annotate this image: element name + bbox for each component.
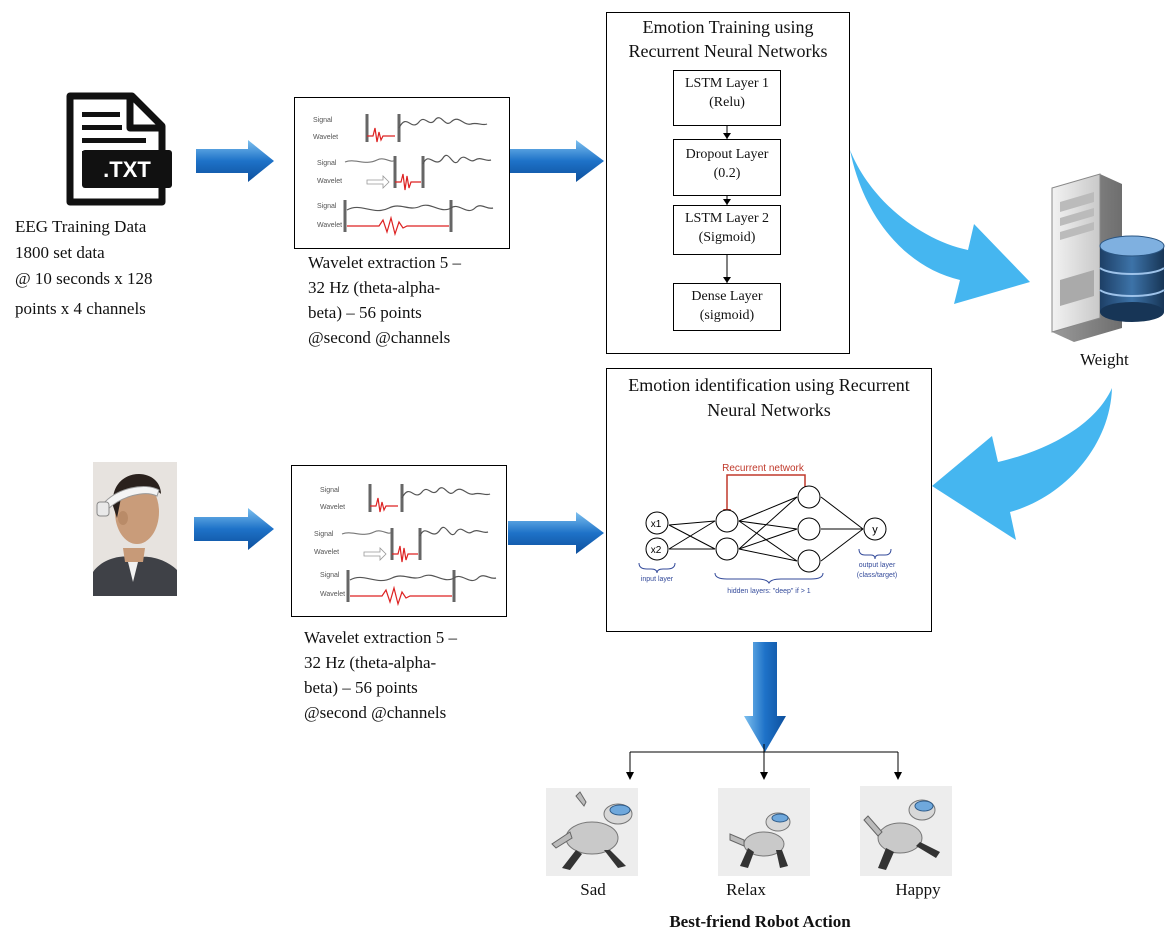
wavelet-label: Wavelet — [320, 504, 345, 511]
emotion-training-box: Emotion Training using Recurrent Neural … — [606, 12, 850, 354]
person-headset-photo — [93, 462, 177, 596]
layer-param: (sigmoid) — [699, 308, 755, 323]
wavelet-label: Wavelet — [314, 549, 339, 556]
wavelet-label: Wavelet — [317, 222, 342, 229]
training-data-line: @ 10 seconds x 128 — [15, 269, 153, 288]
flow-arrow-head-to-wavelet — [194, 508, 274, 550]
server-database-icon — [1051, 173, 1165, 342]
weight-label: Weight — [1080, 350, 1129, 369]
title-line: Neural Networks — [707, 400, 831, 420]
layer-param: (Sigmoid) — [698, 230, 756, 245]
signal-label: Signal — [314, 531, 334, 538]
wavelet-caption-top: Wavelet extraction 5 – 32 Hz (theta-alph… — [308, 250, 508, 350]
layer-connectors — [723, 126, 731, 283]
output-node-y: y — [872, 524, 878, 536]
recurrent-network-label: Recurrent network — [722, 463, 805, 474]
signal-label: Signal — [313, 117, 333, 124]
robot-label-happy: Happy — [895, 880, 941, 899]
layer-name: LSTM Layer 2 — [685, 211, 769, 226]
rnn-network-diagram: Recurrent network — [638, 463, 897, 595]
caption-line: @second @channels — [308, 328, 451, 347]
training-box-title: Emotion Training using Recurrent Neural … — [607, 15, 849, 63]
hidden-layers-label: hidden layers: "deep" if > 1 — [727, 588, 810, 595]
layer-name: Dropout Layer — [685, 147, 769, 162]
curved-arrow-from-weight — [932, 388, 1112, 540]
wavelet-panel-top: Signal Wavelet Signal Wavelet Signal Wav… — [294, 97, 510, 249]
wavelet-panel-bottom: Signal Wavelet Signal Wavelet Signal Wav… — [291, 465, 507, 617]
signal-label: Signal — [317, 203, 337, 210]
training-data-line: 1800 set data — [15, 243, 105, 262]
layer-param: (Relu) — [709, 95, 745, 110]
caption-line: beta) – 56 points — [304, 678, 418, 697]
layer-name: Dense Layer — [691, 289, 763, 304]
flow-arrow-identification-to-robots — [744, 642, 786, 752]
layer-box-dropout: Dropout Layer (0.2) — [673, 139, 781, 196]
flow-arrow-wavelet-to-training — [510, 140, 604, 182]
output-layer-sublabel: (class/target) — [857, 572, 897, 579]
layer-box-lstm2: LSTM Layer 2 (Sigmoid) — [673, 205, 781, 255]
wavelet-plot: Signal Wavelet Signal Wavelet Signal Wav… — [313, 114, 494, 237]
txt-label: .TXT — [103, 157, 151, 182]
input-node-x2: x2 — [651, 545, 662, 556]
signal-label: Signal — [320, 487, 340, 494]
robot-happy-image — [860, 786, 952, 876]
caption-line: Wavelet extraction 5 – — [304, 628, 457, 647]
caption-line: Wavelet extraction 5 – — [308, 253, 461, 272]
layer-param: (0.2) — [713, 166, 741, 181]
robot-relax-image — [718, 788, 810, 876]
input-layer-label: input layer — [641, 576, 674, 583]
layer-box-dense: Dense Layer (sigmoid) — [673, 283, 781, 331]
wavelet-label: Wavelet — [313, 134, 338, 141]
wavelet-plot: Signal Wavelet Signal Wavelet Signal Wav… — [314, 484, 497, 607]
robot-action-caption: Best-friend Robot Action — [669, 912, 851, 931]
txt-file-icon: .TXT — [66, 92, 172, 206]
robot-sad-image — [546, 788, 638, 876]
layer-name: LSTM Layer 1 — [685, 76, 769, 91]
wavelet-label: Wavelet — [320, 591, 345, 598]
caption-line: beta) – 56 points — [308, 303, 422, 322]
signal-label: Signal — [317, 160, 337, 167]
robot-label-sad: Sad — [580, 880, 606, 899]
curved-arrow-to-weight — [850, 150, 1030, 304]
emotion-identification-box: Emotion identification using Recurrent N… — [606, 368, 932, 632]
title-line: Recurrent Neural Networks — [628, 41, 828, 61]
flow-arrow-file-to-wavelet — [196, 140, 274, 182]
branch-connectors — [626, 744, 902, 780]
caption-line: @second @channels — [304, 703, 447, 722]
wavelet-label: Wavelet — [317, 178, 342, 185]
title-line: Emotion Training using — [642, 17, 814, 37]
flow-arrow-wavelet-to-identification — [508, 512, 604, 554]
training-data-line: points x 4 channels — [15, 299, 146, 318]
caption-line: 32 Hz (theta-alpha- — [304, 653, 437, 672]
signal-label: Signal — [320, 572, 340, 579]
layer-box-lstm1: LSTM Layer 1 (Relu) — [673, 70, 781, 126]
input-node-x1: x1 — [651, 519, 662, 530]
training-data-line: EEG Training Data — [15, 217, 147, 236]
training-data-text: EEG Training Data 1800 set data @ 10 sec… — [15, 214, 215, 322]
output-layer-label: output layer — [859, 562, 896, 569]
identification-box-title: Emotion identification using Recurrent N… — [607, 373, 931, 423]
title-line: Emotion identification using Recurrent — [628, 375, 910, 395]
wavelet-caption-bottom: Wavelet extraction 5 – 32 Hz (theta-alph… — [304, 625, 504, 725]
robot-label-relax: Relax — [726, 880, 766, 899]
caption-line: 32 Hz (theta-alpha- — [308, 278, 441, 297]
